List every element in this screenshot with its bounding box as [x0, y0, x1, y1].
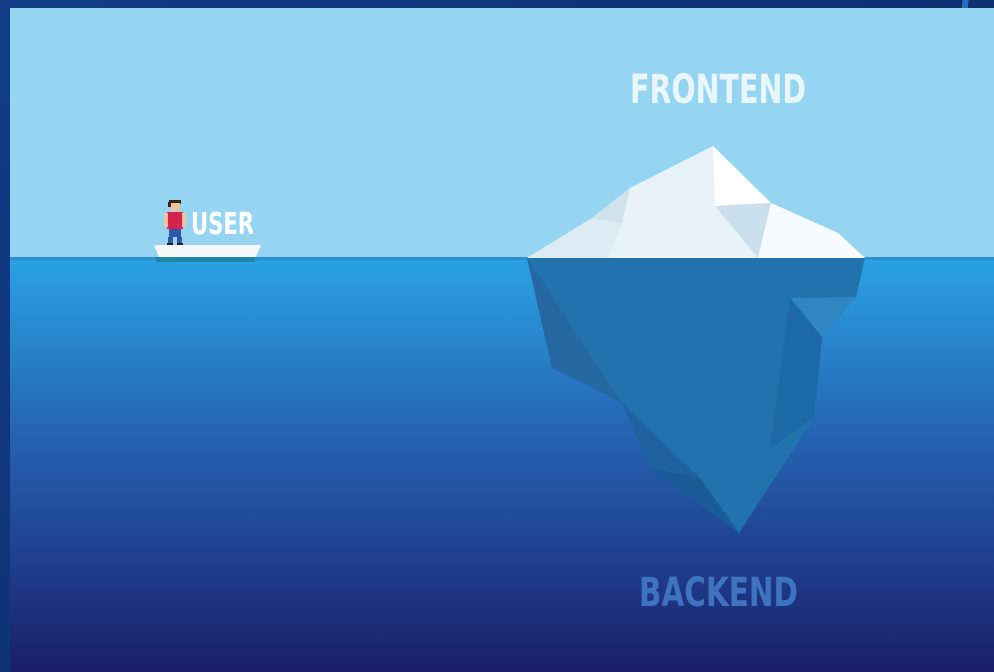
- iceberg-scene: USER FRONTEND BACKEND: [10, 8, 994, 672]
- backend-label: BACKEND: [639, 570, 798, 616]
- water: [10, 258, 994, 672]
- user-boat: [154, 245, 261, 262]
- user-label: USER: [191, 207, 254, 242]
- iceberg-illustration: USER FRONTEND BACKEND: [10, 8, 994, 672]
- sky: [10, 8, 994, 258]
- frontend-label: FRONTEND: [630, 67, 806, 113]
